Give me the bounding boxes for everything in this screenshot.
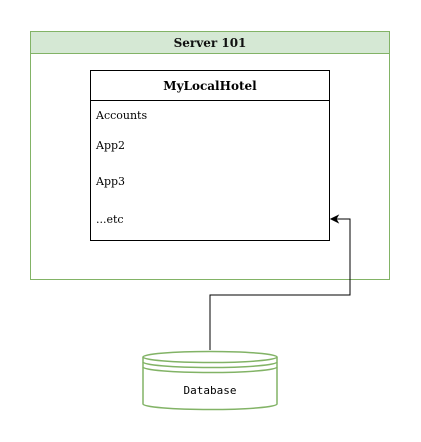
connector-line[interactable] (209, 218, 351, 350)
list-item-etc[interactable]: ...etc (96, 213, 124, 226)
app-container-mylocalhotel[interactable]: MyLocalHotel Accounts App2 App3 ...etc (90, 70, 330, 241)
list-item-app2[interactable]: App2 (96, 139, 126, 152)
arrow-icon (329, 214, 340, 224)
database-label: Database (183, 384, 237, 397)
server-title: Server 101 (31, 32, 389, 54)
database-icon[interactable] (142, 350, 278, 411)
list-item-app3[interactable]: App3 (96, 175, 126, 188)
list-item-accounts[interactable]: Accounts (96, 109, 148, 122)
app-container-title: MyLocalHotel (91, 71, 329, 101)
